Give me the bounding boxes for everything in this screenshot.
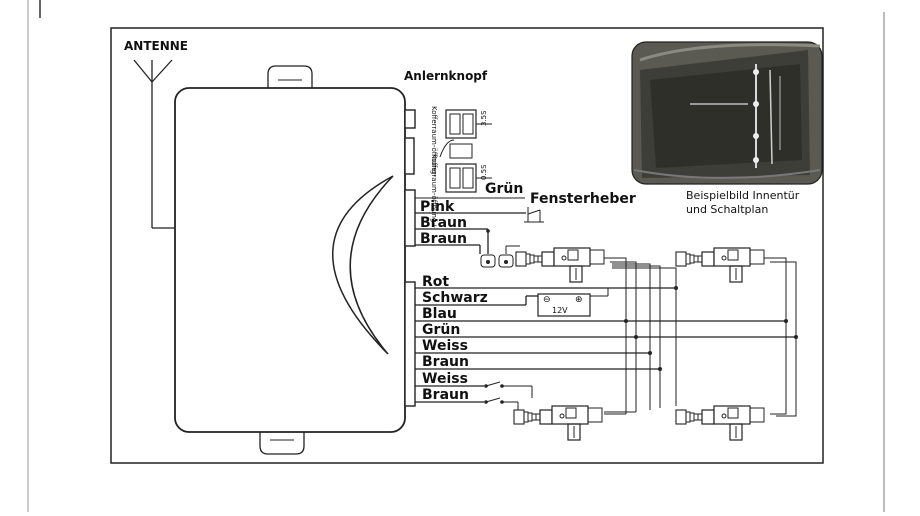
svg-text:⊖: ⊖ xyxy=(543,295,551,305)
connector-small xyxy=(404,137,415,175)
upper-wire-group xyxy=(415,212,526,254)
fuse-bottom-label: 0.5S xyxy=(480,164,488,180)
remote-module xyxy=(174,65,416,455)
window-switch-icon xyxy=(524,207,544,223)
wire-label-braun-4: Braun xyxy=(422,387,469,403)
door-lock-actuator-rear-right xyxy=(675,405,765,441)
connector-lower xyxy=(404,281,416,407)
door-lock-actuator-passenger xyxy=(675,247,765,283)
door-lock-actuator-rear-left xyxy=(513,405,603,441)
photo-caption-1: Beispielbild Innentür xyxy=(686,189,800,202)
door-lock-actuator-driver xyxy=(515,247,605,283)
actuator-wiring xyxy=(604,257,798,417)
wire-label-braun-1: Braun xyxy=(420,215,467,231)
photo-caption-2: und Schaltplan xyxy=(686,203,768,216)
learn-button xyxy=(404,109,416,129)
lower-wire-group xyxy=(415,287,796,403)
fuse-top-label: 3.5S xyxy=(480,110,488,126)
small-connectors xyxy=(480,245,520,268)
window-green-label: Grün xyxy=(485,181,523,197)
trunk-plus-label: Kofferraum-öffnung+ xyxy=(430,154,438,228)
photo-thumbnail xyxy=(631,41,823,185)
wire-label-weiss-2: Weiss xyxy=(422,371,468,387)
connector-upper xyxy=(404,189,416,247)
battery-icon: ⊖ ⊕ xyxy=(537,288,609,317)
diagram-frame xyxy=(110,27,824,464)
learn-button-label: Anlernknopf xyxy=(404,69,488,83)
wire-label-gruen: Grün xyxy=(422,322,460,338)
trunk-minus-label: Kofferraum-öffnung- xyxy=(430,106,438,177)
door-switches xyxy=(484,381,533,410)
battery-label: 12V xyxy=(552,306,568,315)
wire-label-braun-3: Braun xyxy=(422,354,469,370)
window-lift-label: Fensterheber xyxy=(530,191,636,207)
antenna-label: ANTENNE xyxy=(124,39,188,53)
wire-label-blau: Blau xyxy=(422,306,457,322)
wire-label-braun-2: Braun xyxy=(420,231,467,247)
antenna-icon xyxy=(133,59,176,229)
svg-text:⊕: ⊕ xyxy=(575,295,583,305)
wire-label-rot: Rot xyxy=(422,274,449,290)
wire-label-weiss-1: Weiss xyxy=(422,338,468,354)
moon-logo xyxy=(332,175,394,355)
wire-label-pink: Pink xyxy=(420,199,455,215)
wire-label-schwarz: Schwarz xyxy=(422,290,488,306)
trunk-relay-block xyxy=(439,109,492,193)
